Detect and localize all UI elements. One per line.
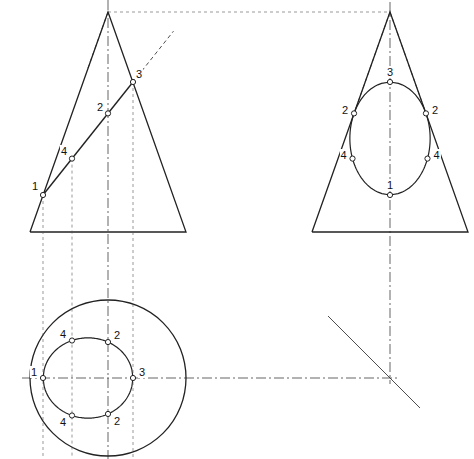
point-number: 4 [432,149,440,161]
section-point [40,192,45,197]
projection-line [108,12,390,13]
section-point [387,79,392,84]
section-point [130,79,135,84]
point-number: 2 [341,104,349,116]
mitre-line [328,316,420,408]
point-number: 3 [386,66,394,78]
section-point [425,156,430,161]
generator-line [88,12,108,68]
projection-line [43,195,44,458]
horizontal-centre-line [22,378,398,379]
point-number: 2 [113,329,121,341]
point-number: 4 [59,328,67,340]
section-point [69,413,74,418]
point-number: 1 [30,366,38,378]
point-number: 3 [138,366,146,378]
section-point [69,156,74,161]
generator-line [354,12,390,113]
point-number: 1 [31,180,39,192]
generator-line [390,12,426,113]
section-point [423,111,428,116]
point-number: 4 [339,149,347,161]
point-number: 2 [96,101,104,113]
point-number: 1 [386,179,394,191]
section-point [69,338,74,343]
projection-line [133,82,134,458]
section-point [130,375,135,380]
section-point [40,375,45,380]
point-number: 3 [135,68,143,80]
point-number: 4 [60,145,68,157]
section-point [350,156,355,161]
section-point [105,339,110,344]
vertical-axis [108,0,109,459]
section-point [105,411,110,416]
section-extension [133,31,174,82]
section-plane-line [43,82,133,195]
section-point [351,111,356,116]
point-number: 4 [59,416,67,428]
point-number: 2 [431,104,439,116]
point-number: 2 [113,415,121,427]
section-point [387,192,392,197]
section-point [105,111,110,116]
